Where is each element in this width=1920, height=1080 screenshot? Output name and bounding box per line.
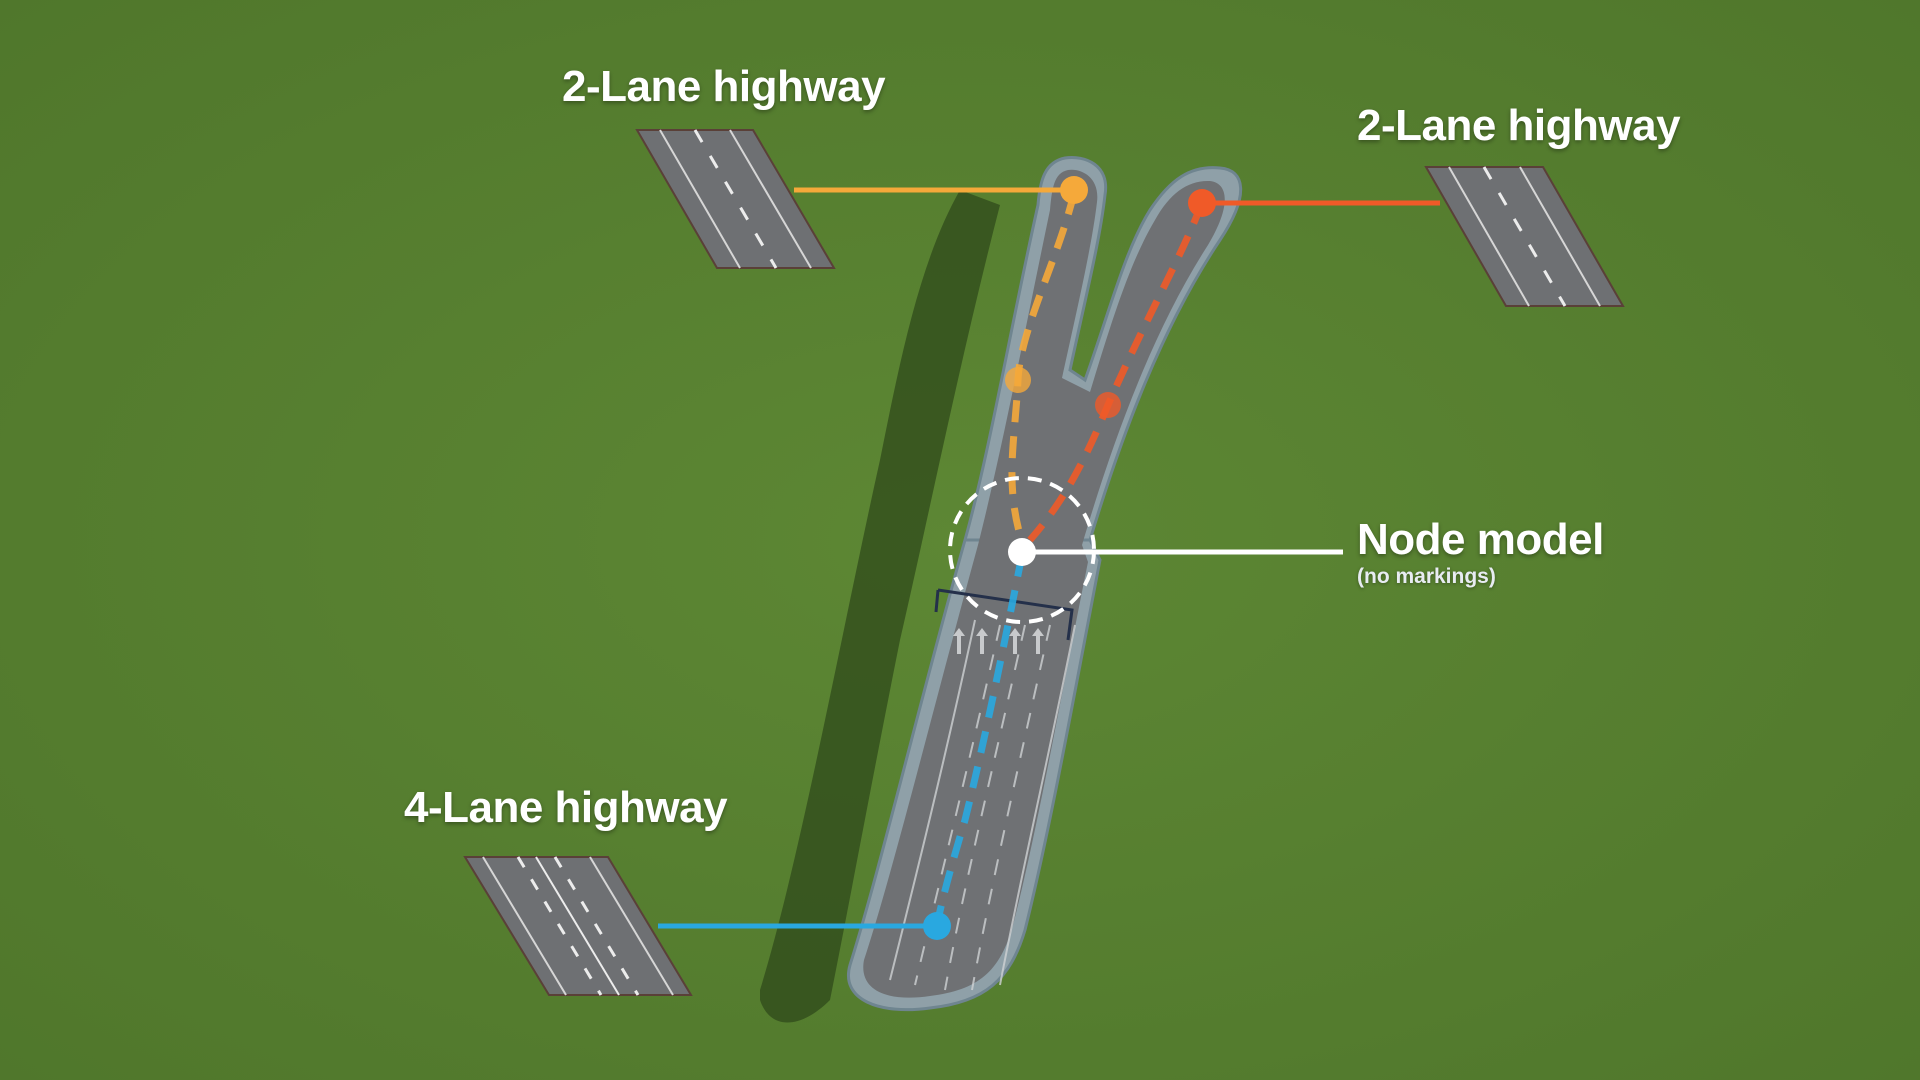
road-tile-top-right <box>1424 166 1625 307</box>
label-node-title: Node model <box>1357 515 1604 564</box>
road-surface <box>863 169 1225 998</box>
left-branch-midpoint <box>1005 367 1031 393</box>
endpoint-top-right <box>1188 189 1216 217</box>
lane-markings <box>889 619 1076 991</box>
endpoint-bottom <box>923 912 951 940</box>
label-bottom-road: 4-Lane highway <box>404 783 728 832</box>
label-top-left-road: 2-Lane highway <box>562 62 886 111</box>
lane-arrows <box>953 628 1044 654</box>
label-top-right-road: 2-Lane highway <box>1357 101 1681 150</box>
label-node-note: (no markings) <box>1357 565 1496 588</box>
gantry <box>934 588 1074 641</box>
endpoint-top-left <box>1060 176 1088 204</box>
road-tile-top-left <box>635 129 836 269</box>
road-shadow <box>760 190 1000 1023</box>
main-path <box>933 554 1026 926</box>
right-branch-midpoint <box>1095 392 1121 418</box>
road-tile-bottom <box>463 856 693 996</box>
